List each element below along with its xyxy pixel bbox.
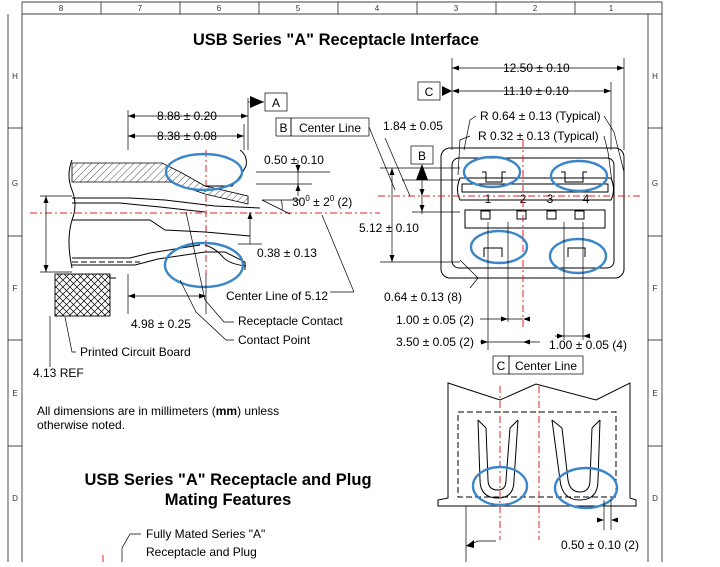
dim-0-38: 0.38 ± 0.13 — [257, 246, 317, 260]
dim-1-84: 1.84 ± 0.05 — [383, 119, 443, 133]
zone-left-e: E — [12, 389, 17, 398]
highlight-pin4-top — [549, 159, 609, 193]
zone-top-1: 1 — [609, 4, 614, 13]
highlight-upper-contact — [164, 152, 244, 192]
dim-0-64: 0.64 ± 0.13 (8) — [384, 290, 462, 304]
section2-title-line1: USB Series "A" Receptacle and Plug — [84, 471, 371, 489]
printed-circuit-board — [54, 273, 111, 317]
dim-11-10: 11.10 ± 0.10 — [503, 84, 569, 98]
zone-right-d: D — [652, 494, 658, 503]
dimension-note: All dimensions are in millimeters (mm) u… — [37, 404, 279, 418]
lower-view: 0.50 ± 0.10 (2) — [437, 382, 639, 562]
highlight-pin1-top — [462, 155, 522, 189]
zone-top-2: 2 — [533, 4, 538, 13]
zone-labels: 8 7 6 5 4 3 2 1 H G F E D H G F E D — [12, 4, 658, 503]
dim-1-00-b: 1.00 ± 0.05 (4) — [549, 338, 627, 352]
dim-3-50: 3.50 ± 0.05 (2) — [396, 335, 474, 349]
zone-top-6: 6 — [217, 4, 222, 13]
section2-title-line2: Mating Features — [165, 491, 292, 509]
side-view: 8.88 ± 0.20 8.38 ± 0.08 A 0.50 ± 0.10 30… — [30, 92, 396, 380]
pin-2: 2 — [520, 192, 527, 206]
mated-note-line1: Fully Mated Series "A" — [146, 527, 265, 541]
zone-top-8: 8 — [59, 4, 64, 13]
datum-a: A — [272, 96, 280, 110]
zone-left-d: D — [12, 494, 18, 503]
highlight-pin4-bottom — [548, 237, 608, 275]
radius-0-32: R 0.32 ± 0.13 (Typical) — [478, 129, 599, 143]
zone-right-h: H — [652, 72, 658, 81]
pin-4: 4 — [583, 192, 590, 206]
zone-top-3: 3 — [454, 4, 459, 13]
zone-left-h: H — [12, 72, 18, 81]
datum-c-box — [417, 81, 441, 101]
dim-1-00-a: 1.00 ± 0.05 (2) — [396, 313, 474, 327]
zone-right-e: E — [652, 389, 657, 398]
datum-c: C — [425, 85, 434, 99]
page-title: USB Series "A" Receptacle Interface — [193, 31, 479, 49]
radius-0-64: R 0.64 ± 0.13 (Typical) — [480, 109, 601, 123]
mated-note: Fully Mated Series "A" Receptacle and Pl… — [102, 527, 265, 562]
center-line-label: Center Line — [299, 121, 361, 135]
dim-0-50: 0.50 ± 0.10 — [264, 153, 324, 167]
datum-a-box — [264, 92, 288, 112]
dim-5-12: 5.12 ± 0.10 — [359, 221, 419, 235]
dim-4-13-ref: 4.13 REF — [33, 366, 84, 380]
dim-8-88: 8.88 ± 0.20 — [157, 109, 217, 123]
front-view: 1 2 3 4 12.50 ± 0.10 11.10 ± 0.10 C R 0.… — [359, 58, 640, 375]
receptacle-shell-outer — [440, 147, 625, 279]
zone-top-7: 7 — [138, 4, 143, 13]
highlight-lower-left-contact — [471, 465, 529, 507]
dim-angle-30: 300 ± 20 (2) — [292, 194, 352, 209]
c-center-line-label: Center Line — [515, 359, 577, 373]
c-center-line-box — [508, 355, 584, 375]
zone-right-g: G — [652, 179, 658, 188]
zone-left-f: F — [13, 284, 18, 293]
pin-1: 1 — [485, 192, 492, 206]
contact-point-label: Contact Point — [238, 333, 311, 347]
zone-top-4: 4 — [375, 4, 380, 13]
zone-left-g: G — [12, 179, 18, 188]
dim-12-50: 12.50 ± 0.10 — [503, 61, 570, 75]
highlight-lower-right-contact — [553, 466, 619, 510]
pcb-label: Printed Circuit Board — [80, 345, 191, 359]
dim-4-98: 4.98 ± 0.25 — [131, 317, 191, 331]
datum-b-front: B — [418, 149, 426, 163]
receptacle-contact-label: Receptacle Contact — [238, 314, 343, 328]
datum-c-lower: C — [497, 359, 506, 373]
dimension-note-line2: otherwise noted. — [37, 418, 125, 432]
upper-shell — [71, 162, 249, 205]
center-line-of-512: Center Line of 5.12 — [226, 289, 328, 303]
highlight-pin1-bottom — [469, 229, 529, 265]
pin-3: 3 — [547, 192, 554, 206]
dim-0-50-b: 0.50 ± 0.10 (2) — [561, 538, 639, 552]
zone-right-f: F — [653, 284, 658, 293]
highlight-lower-contact — [163, 241, 245, 289]
datum-b-side: B — [279, 121, 287, 135]
dim-8-38: 8.38 ± 0.08 — [157, 129, 217, 143]
sheet-border — [7, 1, 663, 562]
mated-note-line2: Receptacle and Plug — [146, 545, 257, 559]
zone-top-5: 5 — [296, 4, 301, 13]
